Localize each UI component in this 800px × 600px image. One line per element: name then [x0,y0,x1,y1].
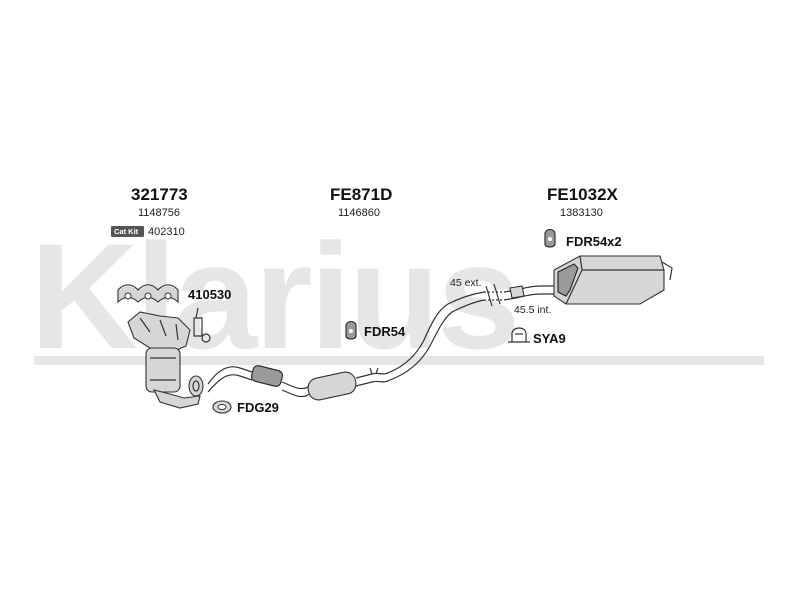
dimension-ext: 45 ext. [450,277,482,289]
group-sub-1: 1148756 [138,207,180,219]
centre-silencer-part [307,367,391,401]
front-gasket-part [212,400,232,414]
front-pipe-part [188,365,313,398]
group-sub-3: 1383130 [560,207,603,219]
cat-kit-code: 402310 [148,226,185,238]
rear-clamp-part [508,327,530,343]
group-code-3: FE1032X [547,185,619,204]
joint-marker [484,283,504,307]
rear-mount-label: FDR54x2 [566,234,622,249]
front-mount-part [345,320,357,340]
rear-clamp-label: SYA9 [533,331,566,346]
cat-kit-badge-label: Cat Kit [114,227,139,236]
watermark-text: Klarius [30,212,518,380]
manifold-gasket-part [117,284,179,304]
rear-silencer-part [503,255,673,305]
catalytic-manifold-part [127,307,211,409]
cat-kit-badge: Cat Kit [111,226,144,237]
watermark-underline [34,356,764,365]
watermark: Klarius [30,212,764,380]
rear-mount-part [544,228,556,248]
front-gasket-label: FDG29 [237,400,279,415]
group-code-1: 321773 [131,185,188,204]
cat-kit-badge-box [111,226,144,237]
group-code-2: FE871D [330,185,392,204]
dimension-int: 45.5 int. [514,304,551,316]
intermediate-pipe-part [389,291,485,381]
front-mount-label: FDR54 [364,324,406,339]
group-sub-2: 1146860 [338,207,380,219]
manifold-gasket-label: 410530 [188,287,231,302]
